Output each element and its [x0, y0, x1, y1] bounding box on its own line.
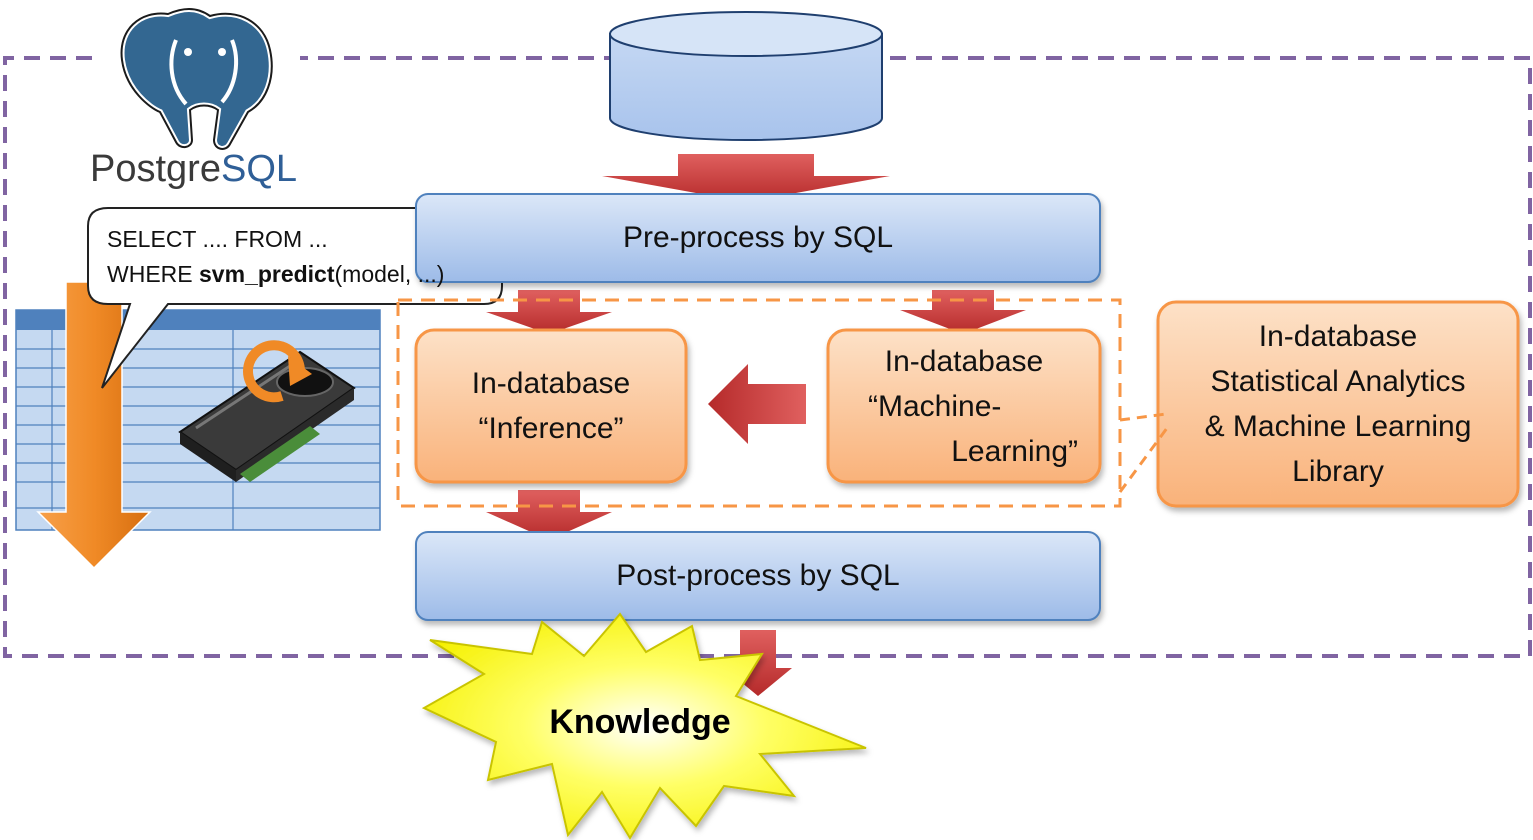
postgresql-elephant-icon [118, 6, 275, 152]
preprocess-box [415, 193, 1101, 283]
database-cylinder-icon [609, 11, 883, 141]
arrow-ml-to-inference [708, 364, 806, 444]
library-connector [1118, 412, 1172, 493]
sql-query-text: SELECT .... FROM ... WHERE svm_predict(m… [107, 222, 444, 292]
library-label-line-2: Statistical Analytics [1210, 365, 1466, 398]
refresh-icon [243, 340, 312, 403]
in-database-group-boundary [396, 298, 1122, 508]
ml-label-line-1: In-database [884, 344, 1044, 378]
preprocess-label: Pre-process by SQL [622, 221, 894, 254]
arrow-inference-to-postprocess [486, 490, 612, 540]
knowledge-label: Knowledge [549, 702, 731, 741]
arrow-db-to-preprocess [602, 154, 890, 202]
arrow-preprocess-to-ml [900, 290, 1026, 334]
postgresql-logo-text: PostgreSQL [90, 148, 297, 191]
query-line-2: WHERE svm_predict(model, ...) [107, 257, 444, 292]
query-where-keyword: WHERE [107, 261, 199, 287]
library-label-line-4: Library [1292, 455, 1384, 488]
query-line-1: SELECT .... FROM ... [107, 226, 328, 252]
inference-label-line-2: “Inference” [478, 412, 624, 445]
query-function-name: svm_predict [199, 261, 335, 287]
query-function-args: (model, ...) [334, 261, 445, 287]
arrow-preprocess-to-inference [486, 290, 612, 334]
inference-box [414, 328, 688, 484]
postprocess-label: Post-process by SQL [616, 559, 900, 592]
library-label-line-1: In-database [1258, 320, 1418, 353]
machine-learning-box [826, 328, 1102, 484]
library-label: In-database Statistical Analytics & Mach… [1158, 314, 1518, 494]
logo-text-sql: SQL [220, 148, 298, 190]
gpu-card-icon [178, 350, 356, 482]
machine-learning-label: In-database “Machine- Learning” [828, 336, 1100, 476]
ml-label-line-2: “Machine- [868, 389, 1002, 423]
logo-text-postgre: Postgre [90, 148, 221, 190]
library-box [1156, 300, 1520, 508]
postprocess-box [415, 531, 1101, 621]
ml-label-line-3: Learning” [951, 434, 1078, 468]
knowledge-burst-icon [421, 612, 867, 840]
library-label-line-3: & Machine Learning [1204, 410, 1472, 443]
inference-label-line-1: In-database [471, 367, 631, 400]
inference-label: In-database “Inference” [416, 338, 686, 474]
